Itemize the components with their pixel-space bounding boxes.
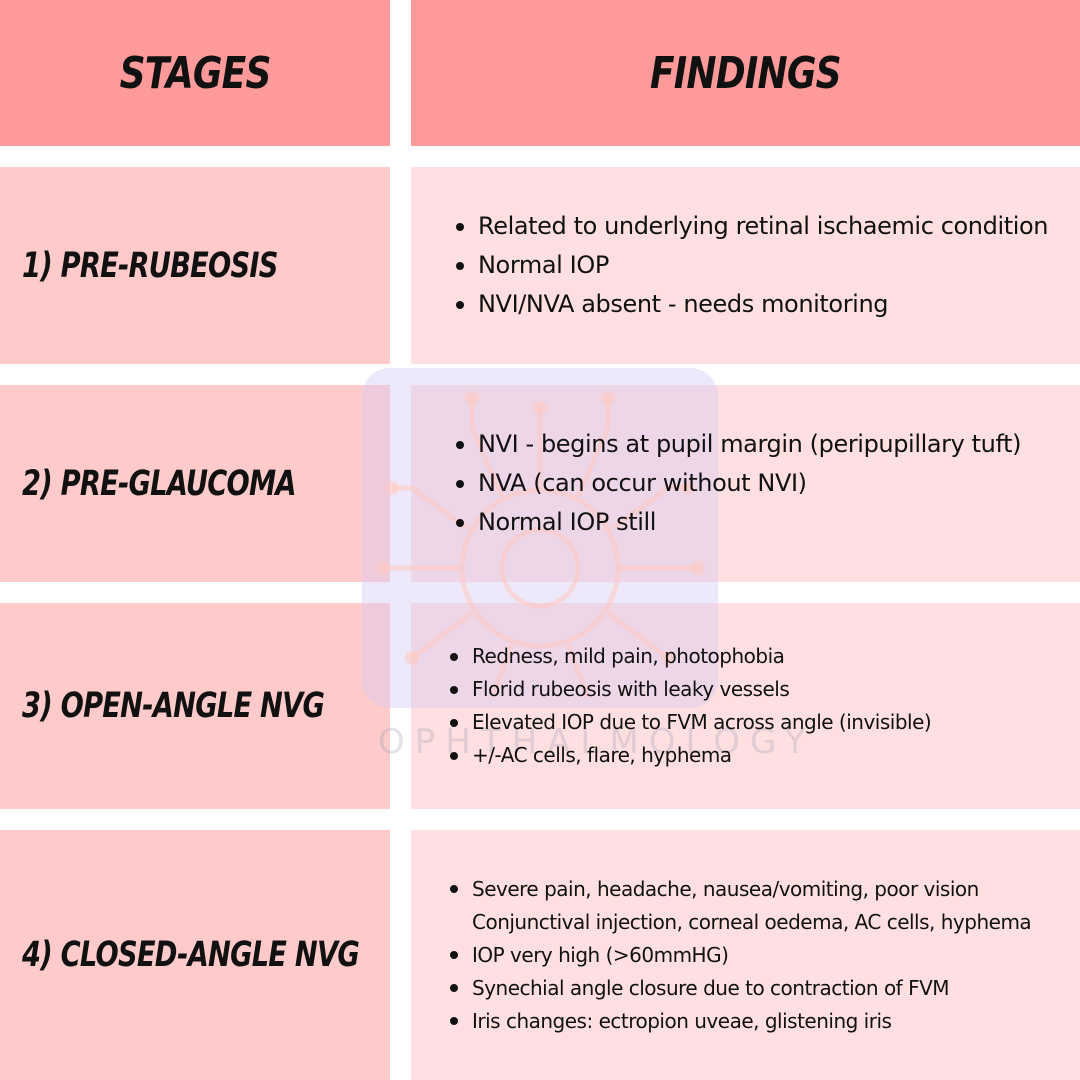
findings-list: Related to underlying retinal ischaemic … bbox=[456, 207, 1048, 324]
bullet-icon bbox=[450, 751, 458, 760]
findings-cell-1: Related to underlying retinal ischaemic … bbox=[0, 167, 1080, 364]
findings-cell-2: NVI - begins at pupil margin (peripupill… bbox=[0, 385, 1080, 582]
stage-label: 3) OPEN-ANGLE NVG bbox=[22, 686, 325, 726]
stage-label: 1) PRE-RUBEOSIS bbox=[22, 245, 278, 286]
stage-label: 4) CLOSED-ANGLE NVG bbox=[22, 935, 360, 975]
findings-cell-3: Redness, mild pain, photophobia Florid r… bbox=[0, 603, 1080, 809]
findings-header: FINDINGS bbox=[411, 0, 1080, 146]
bullet-icon bbox=[450, 685, 458, 694]
bullet-icon bbox=[456, 261, 464, 270]
stages-header-label: STAGES bbox=[119, 47, 271, 99]
findings-bg-4 bbox=[411, 830, 1080, 1080]
findings-list: Redness, mild pain, photophobia Florid r… bbox=[450, 640, 932, 772]
finding-item: Iris changes: ectropion uveae, glistenin… bbox=[450, 1005, 1031, 1038]
finding-item: NVA (can occur without NVI) bbox=[456, 464, 1021, 503]
bullet-icon bbox=[450, 718, 458, 727]
finding-item: Normal IOP still bbox=[456, 503, 1021, 542]
bullet-icon bbox=[456, 222, 464, 231]
finding-item: Related to underlying retinal ischaemic … bbox=[456, 207, 1048, 246]
bullet-icon bbox=[456, 479, 464, 488]
bullet-icon bbox=[450, 885, 458, 893]
finding-item: NVI - begins at pupil margin (peripupill… bbox=[456, 425, 1021, 464]
finding-item: Severe pain, headache, nausea/vomiting, … bbox=[450, 873, 1031, 906]
bullet-icon bbox=[450, 652, 458, 661]
bullet-icon bbox=[450, 1017, 458, 1025]
bullet-icon bbox=[450, 951, 458, 959]
bullet-icon bbox=[456, 300, 464, 309]
bullet-icon bbox=[456, 440, 464, 449]
finding-item: Elevated IOP due to FVM across angle (in… bbox=[450, 706, 932, 739]
finding-item: Normal IOP bbox=[456, 246, 1048, 285]
findings-cell-4: Severe pain, headache, nausea/vomiting, … bbox=[0, 830, 1080, 1080]
finding-item: Florid rubeosis with leaky vessels bbox=[450, 673, 931, 706]
finding-item: Conjunctival injection, corneal oedema, … bbox=[472, 909, 1032, 934]
stage-cell-2: 2) PRE-GLAUCOMA bbox=[0, 385, 390, 582]
bullet-icon bbox=[450, 984, 458, 992]
finding-item: Redness, mild pain, photophobia bbox=[450, 640, 931, 673]
finding-item: Synechial angle closure due to contracti… bbox=[450, 972, 1031, 1005]
finding-item: NVI/NVA absent - needs monitoring bbox=[456, 285, 1048, 324]
findings-header-label: FINDINGS bbox=[650, 47, 842, 99]
stages-header: STAGES bbox=[0, 0, 390, 146]
findings-list: NVI - begins at pupil margin (peripupill… bbox=[456, 425, 1021, 542]
stage-cell-3: 3) OPEN-ANGLE NVG bbox=[0, 603, 390, 809]
finding-item: +/-AC cells, flare, hyphema bbox=[450, 739, 931, 772]
finding-item: IOP very high (>60mmHG) bbox=[450, 939, 1031, 972]
stage-cell-1: 1) PRE-RUBEOSIS bbox=[0, 167, 390, 364]
bullet-icon bbox=[456, 518, 464, 527]
stage-cell-4: 4) CLOSED-ANGLE NVG bbox=[0, 830, 390, 1080]
stage-label: 2) PRE-GLAUCOMA bbox=[22, 463, 296, 504]
findings-list: Severe pain, headache, nausea/vomiting, … bbox=[450, 873, 1032, 1038]
